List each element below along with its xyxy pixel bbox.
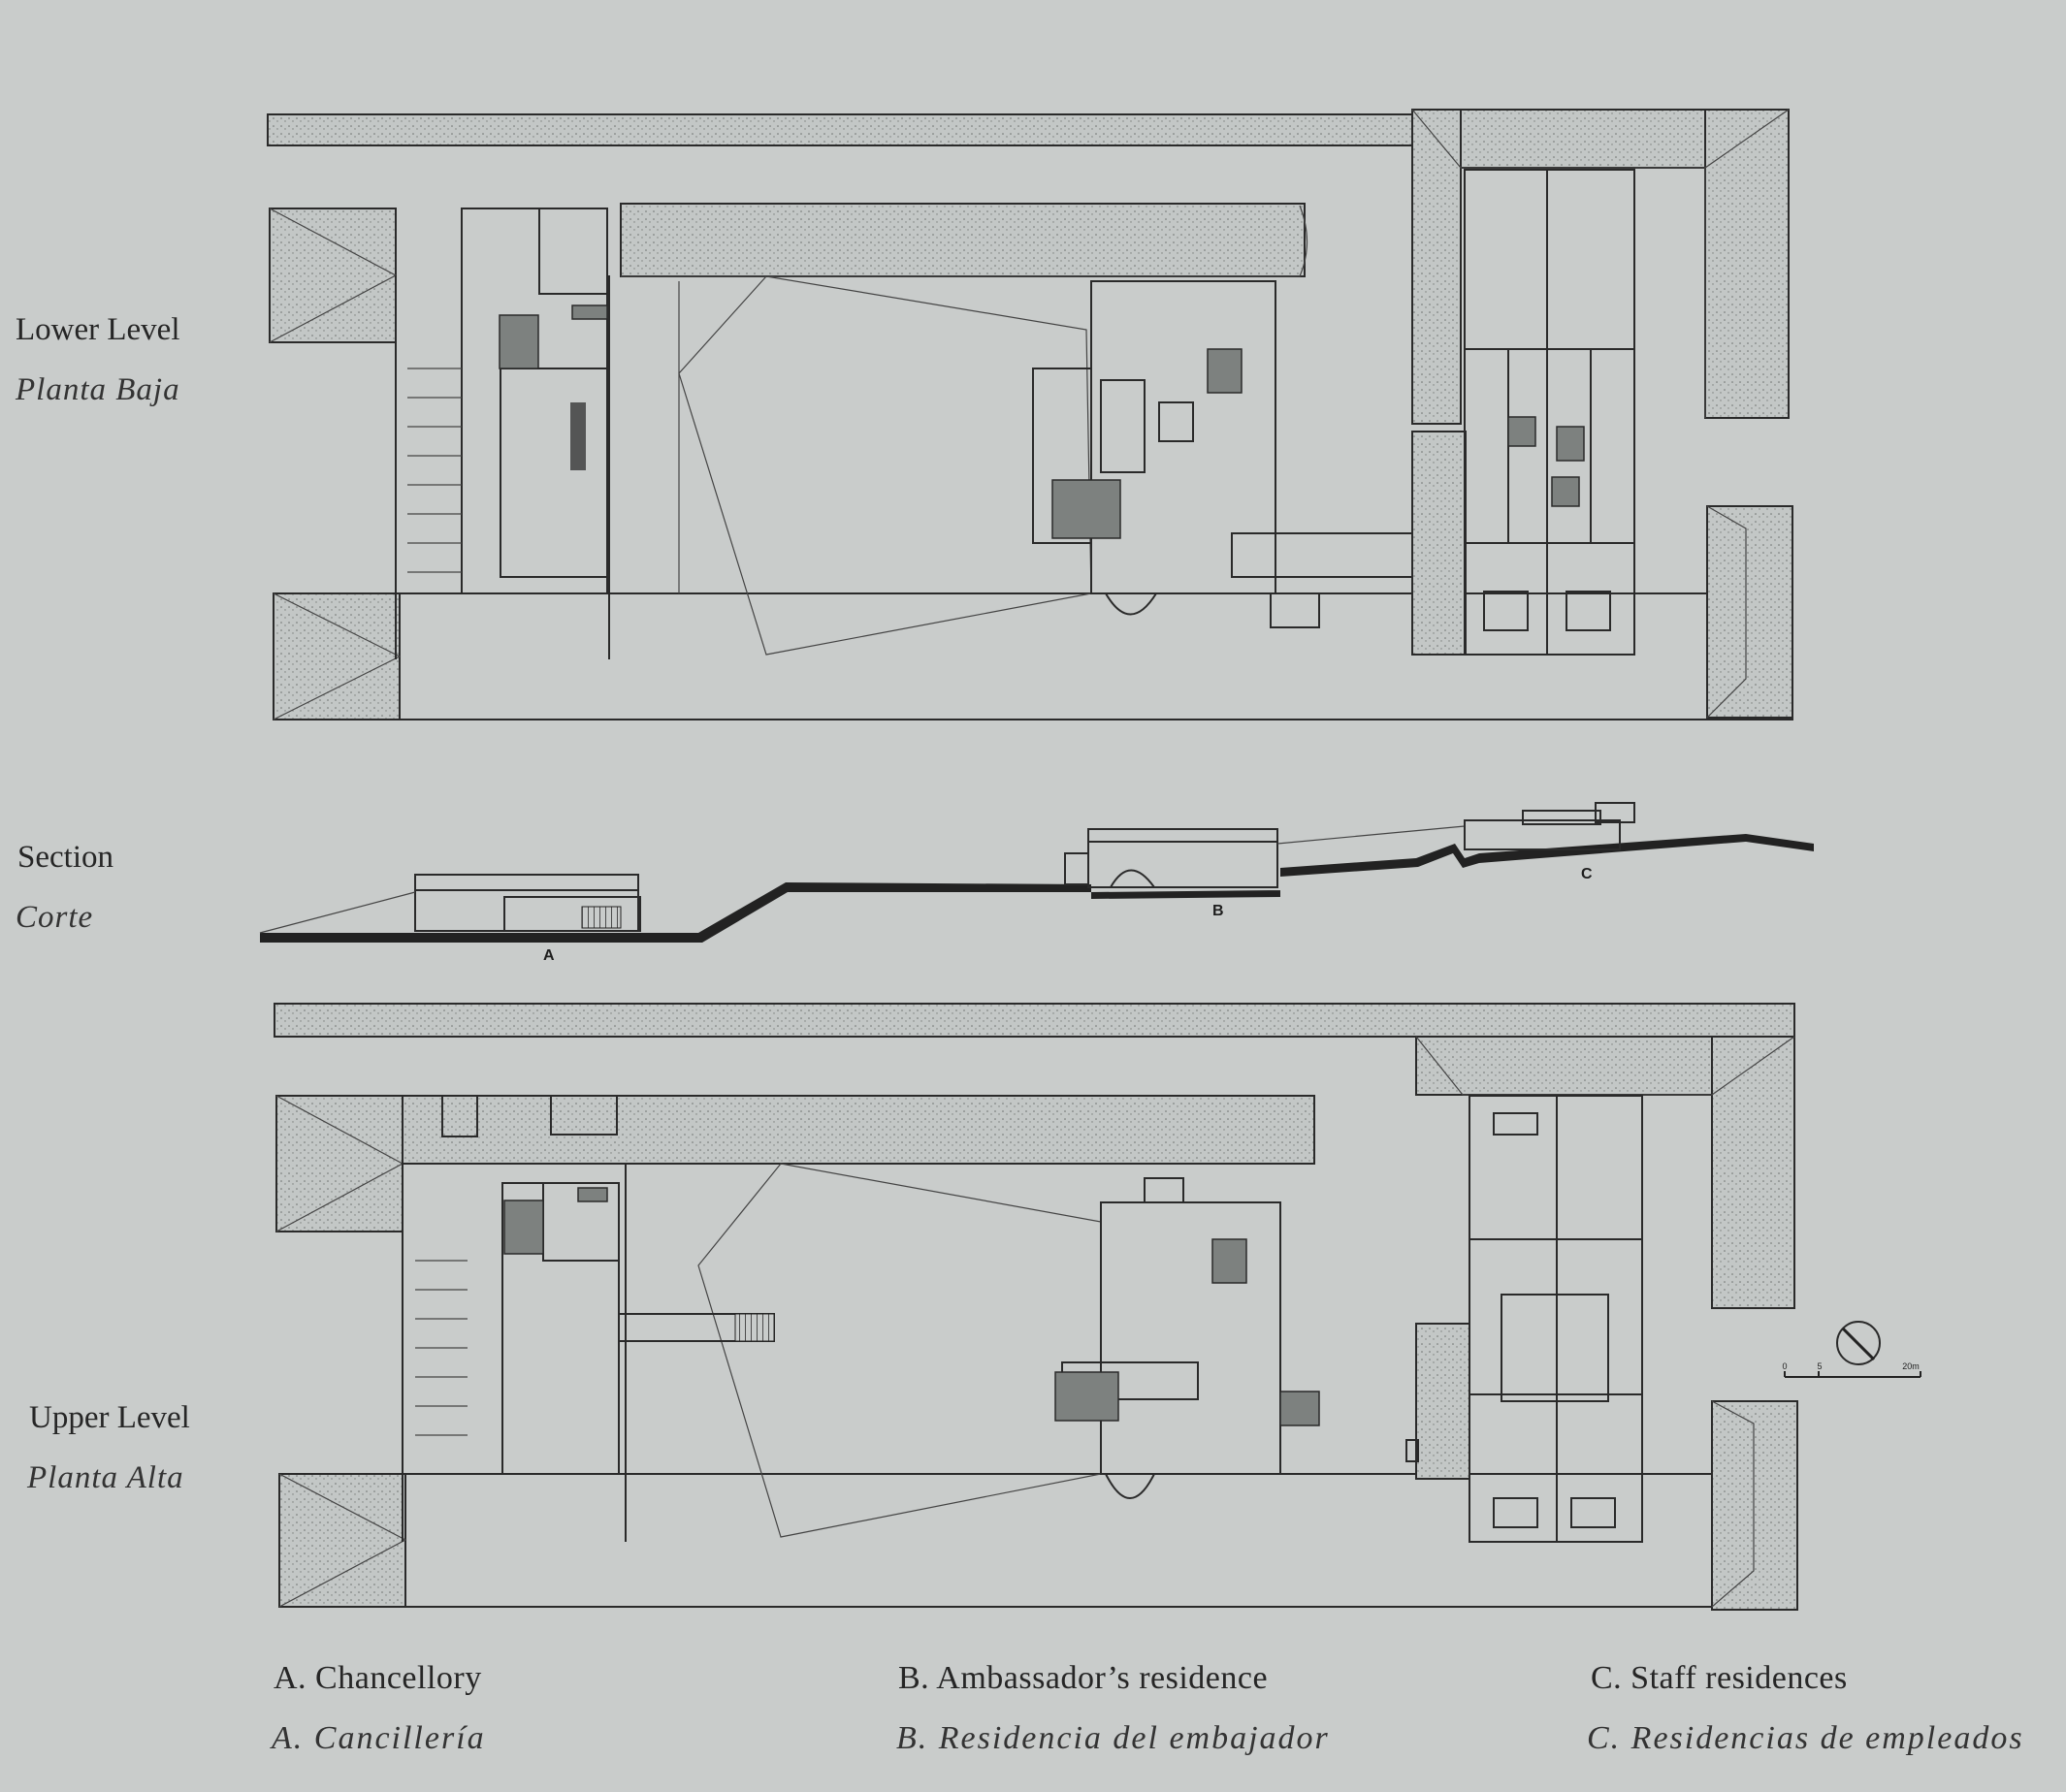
upper-level-title: Upper Level	[29, 1400, 190, 1435]
legend-a-en: A. Chancellory	[274, 1660, 482, 1696]
lower-level-plan	[267, 109, 1793, 720]
lower-level-subtitle: Planta Baja	[16, 372, 180, 407]
section-title: Section	[17, 840, 113, 875]
legend-a-es: A. Cancillería	[272, 1720, 486, 1756]
north-arrow	[1836, 1321, 1881, 1365]
lower-level-title: Lower Level	[16, 312, 180, 347]
section-subtitle: Corte	[16, 900, 94, 935]
legend-c-es: C. Residencias de empleados	[1587, 1720, 2024, 1756]
section-drawing: A B C	[259, 802, 1814, 964]
scale-tick-0: 0	[1782, 1361, 1787, 1371]
legend-b-es: B. Residencia del embajador	[896, 1720, 1330, 1756]
scale-bar: 0 5 20m	[1782, 1361, 1921, 1378]
upper-level-plan	[274, 1003, 1798, 1611]
legend-b-en: B. Ambassador’s residence	[898, 1660, 1269, 1696]
scale-tick-20m: 20m	[1902, 1361, 1920, 1371]
section-marker-c: C	[1581, 866, 1593, 882]
upper-level-subtitle: Planta Alta	[27, 1460, 184, 1495]
scale-tick-5: 5	[1817, 1361, 1822, 1371]
legend-c-en: C. Staff residences	[1591, 1660, 1848, 1696]
lower-top-strip	[267, 113, 1413, 146]
upper-top-strip	[274, 1003, 1795, 1038]
lower-bottom-perimeter	[273, 592, 1793, 720]
section-marker-a: A	[543, 947, 555, 964]
section-marker-b: B	[1212, 903, 1224, 919]
